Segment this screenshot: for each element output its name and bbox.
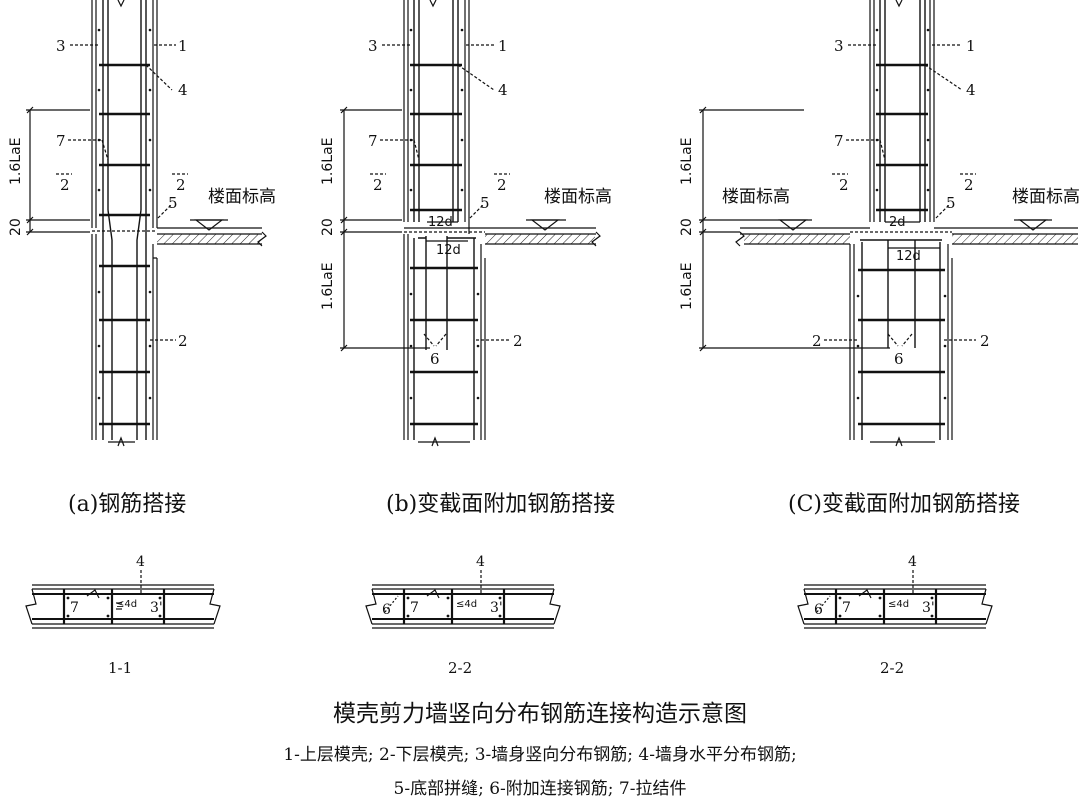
cut-label: 2 (176, 176, 186, 194)
cut-label: 2 (497, 176, 507, 194)
dim-gap: 20 (320, 218, 336, 236)
callout-4: 4 (476, 554, 485, 570)
callout-3-prime: 3' (490, 600, 503, 616)
panel-b-elevation (340, 0, 601, 447)
callout-5: 5 (480, 194, 490, 212)
callout-5: 5 (168, 194, 178, 212)
dim-lae-lower: 1.6LaE (320, 263, 336, 311)
callout-2: 2 (513, 332, 523, 350)
panel-c-elevation (699, 0, 1078, 447)
section-2-2-b (365, 570, 561, 629)
panel-a-dots (97, 28, 152, 400)
cut-label: 2 (839, 176, 849, 194)
callout-2: 2 (178, 332, 188, 350)
dim-12d-upper: 12d (428, 215, 453, 230)
cut-label: 2 (964, 176, 974, 194)
callout-7: 7 (368, 132, 378, 150)
caption-a: (a)钢筋搭接 (68, 492, 187, 517)
callout-6: 6 (814, 602, 823, 618)
callout-4: 4 (908, 554, 917, 570)
dim-gap: 20 (8, 218, 24, 236)
section-1-1 (25, 570, 221, 629)
section-label: 2-2 (880, 659, 904, 677)
callout-2-left: 2 (812, 332, 822, 350)
callout-4: 4 (136, 554, 145, 570)
section-1-1-labels: 4 7 ≤4d 3' 1-1 (70, 554, 163, 677)
caption-b: (b)变截面附加钢筋搭接 (386, 492, 616, 517)
section-2-2-b-labels: 4 6 7 ≤4d 3' 2-2 (382, 554, 503, 677)
section-2-2-c (797, 570, 993, 629)
callout-7: 7 (842, 600, 851, 616)
cut-label: 2 (60, 176, 70, 194)
callout-1: 1 (178, 37, 188, 55)
callout-4: 4 (966, 81, 976, 99)
callout-3-prime: 3' (922, 600, 935, 616)
cut-label: 2 (373, 176, 383, 194)
callout-6: 6 (382, 602, 391, 618)
panel-a-labels: 3 1 4 7 2 2 5 2 楼面标高 1.6LaE 20 (8, 37, 276, 350)
callout-6: 6 (894, 350, 904, 368)
dim-lae: 1.6LaE (8, 138, 24, 186)
callout-lte4d: ≤4d (888, 599, 909, 610)
legend-line-2: 5-底部拼缝; 6-附加连接钢筋; 7-拉结件 (393, 779, 687, 799)
callout-5: 5 (946, 194, 956, 212)
caption-c: (C)变截面附加钢筋搭接 (788, 492, 1020, 517)
callout-1: 1 (966, 37, 976, 55)
panel-c-dots (856, 28, 947, 400)
section-2-2-b-dots (406, 596, 502, 618)
figure-title: 模壳剪力墙竖向分布钢筋连接构造示意图 (333, 701, 747, 727)
callout-1: 1 (498, 37, 508, 55)
callout-7: 7 (410, 600, 419, 616)
callout-2-right: 2 (980, 332, 990, 350)
callout-3: 3 (368, 37, 378, 55)
panel-a-elevation (26, 0, 267, 447)
legend-line-1: 1-上层模壳; 2-下层模壳; 3-墙身竖向分布钢筋; 4-墙身水平分布钢筋; (283, 745, 797, 765)
panel-c-labels: 3 1 4 7 2 2 5 2 2 6 楼面标高 楼面标高 2d 12d 1.6… (679, 37, 1080, 368)
dim-lae-lower: 1.6LaE (679, 263, 695, 311)
callout-lte4d: ≤4d (456, 599, 477, 610)
callout-3-prime: 3' (150, 600, 163, 616)
floor-level-label: 楼面标高 (544, 187, 612, 207)
section-1-1-dots (66, 596, 162, 618)
dim-lae-upper: 1.6LaE (320, 138, 336, 186)
callout-3: 3 (56, 37, 66, 55)
callout-6: 6 (430, 350, 440, 368)
callout-7: 7 (834, 132, 844, 150)
section-label: 1-1 (108, 659, 132, 677)
dim-gap: 20 (679, 218, 695, 236)
callout-7: 7 (70, 600, 79, 616)
dim-lae-upper: 1.6LaE (679, 138, 695, 186)
callout-lte4d: ≤4d (116, 599, 137, 610)
section-2-2-c-dots (838, 596, 934, 618)
panel-b-labels: 3 1 4 7 2 2 5 2 6 楼面标高 12d 12d 1.6LaE 20… (320, 37, 612, 368)
section-2-2-c-labels: 4 6 7 ≤4d 3' 2-2 (814, 554, 935, 677)
dim-12d: 12d (896, 249, 921, 264)
floor-level-label: 楼面标高 (208, 187, 276, 207)
callout-3: 3 (834, 37, 844, 55)
floor-level-label-right: 楼面标高 (1012, 187, 1080, 207)
dim-12d-lower: 12d (436, 243, 461, 258)
callout-7: 7 (56, 132, 66, 150)
section-label: 2-2 (448, 659, 472, 677)
callout-4: 4 (178, 81, 188, 99)
panel-b-dots (409, 28, 480, 400)
floor-level-label-left: 楼面标高 (722, 187, 790, 207)
callout-4: 4 (498, 81, 508, 99)
dim-2d: 2d (889, 215, 906, 230)
